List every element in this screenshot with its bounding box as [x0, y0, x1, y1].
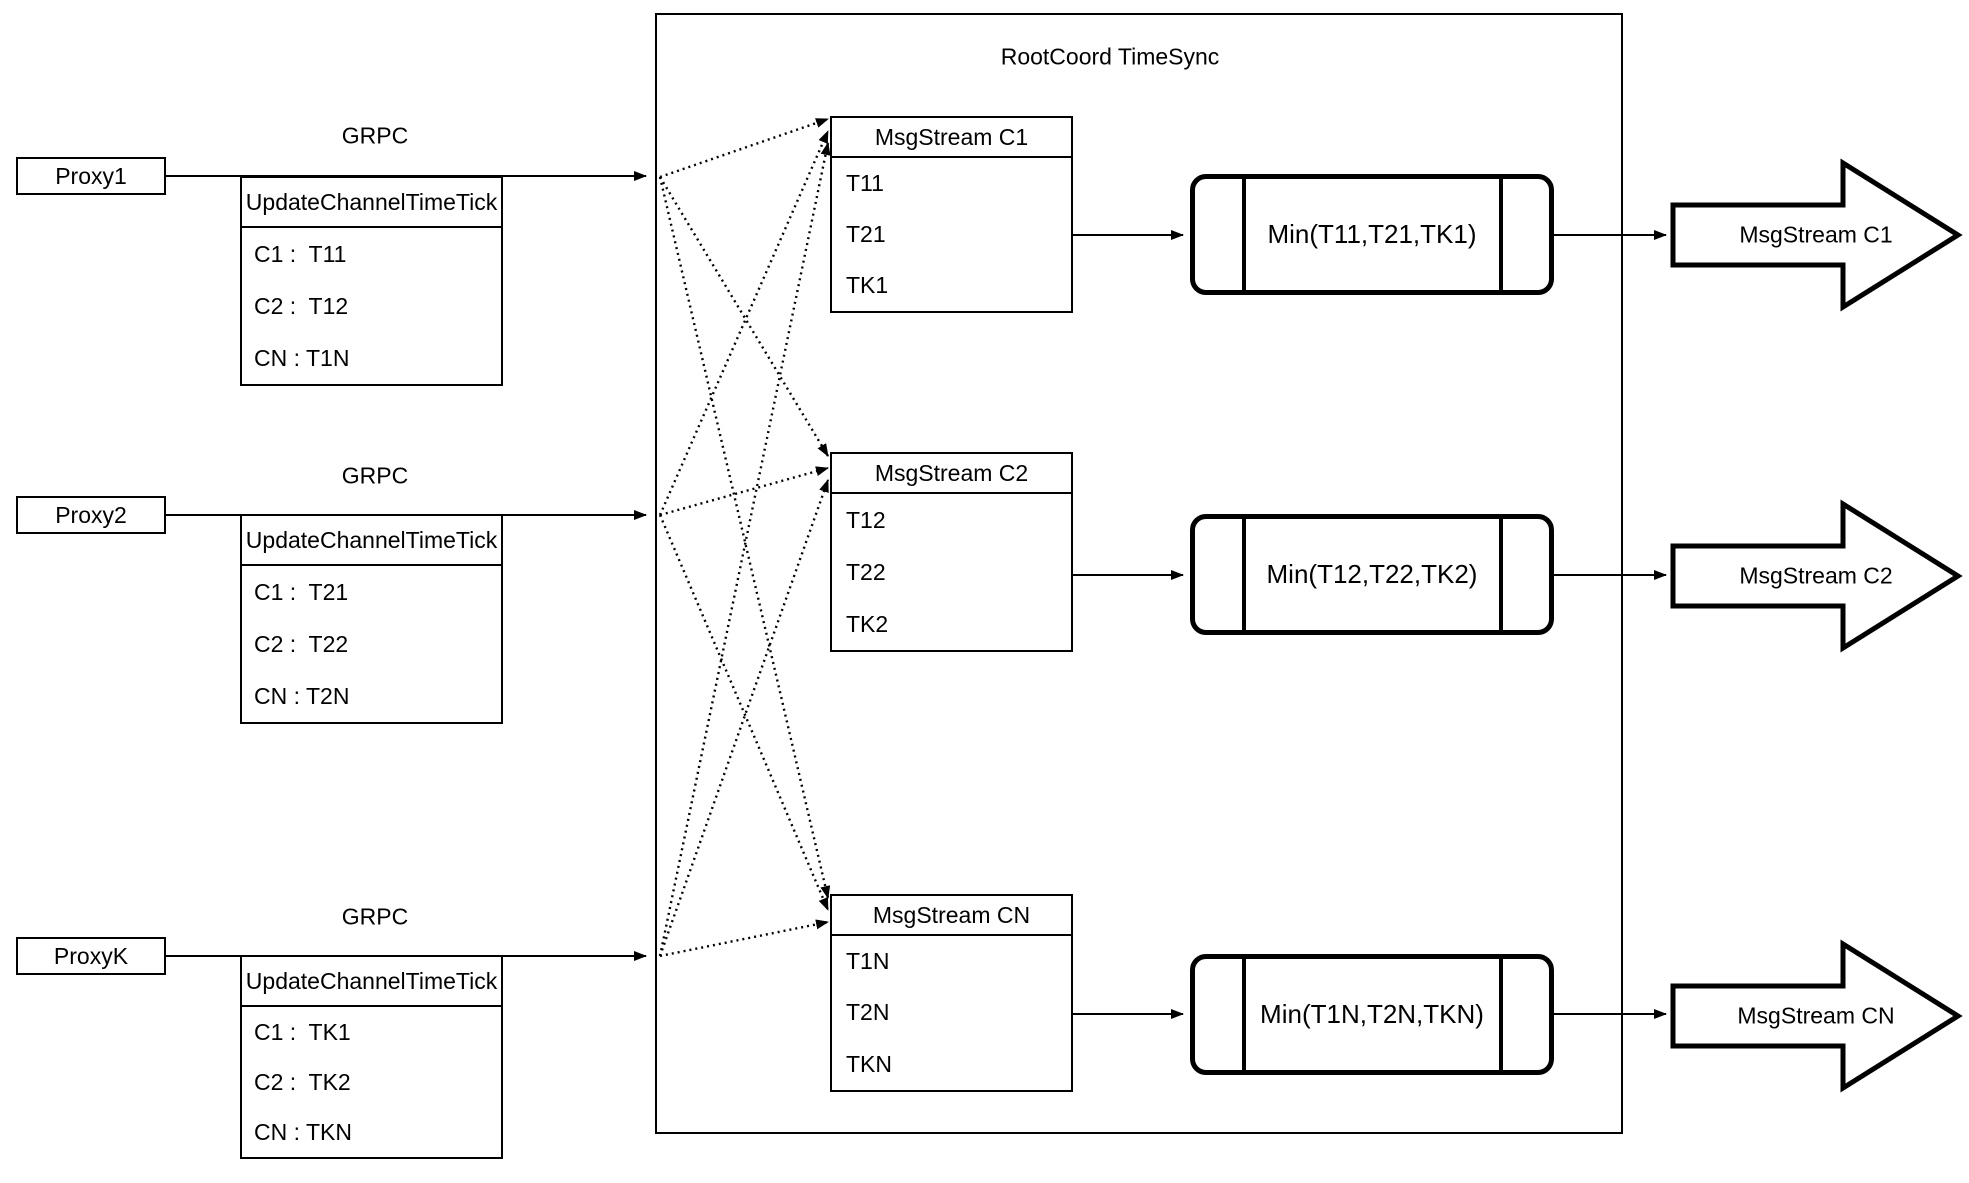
- process-divider-bar: [1242, 518, 1246, 631]
- output-arrow-label-cn: MsgStream CN: [1737, 1002, 1895, 1029]
- output-arrow-label-c1: MsgStream C1: [1739, 221, 1893, 248]
- update-timetick-table-proxy2: UpdateChannelTimeTick C1 : T21 C2 : T22 …: [240, 514, 503, 724]
- process-divider-bar: [1242, 958, 1246, 1071]
- output-arrow-label-c2: MsgStream C2: [1739, 562, 1893, 589]
- proxy1-label: Proxy1: [55, 162, 127, 189]
- msgstream-table-header: MsgStream C2: [832, 454, 1071, 494]
- output-block-arrow-c1: [1670, 158, 1963, 312]
- update-timetick-header: UpdateChannelTimeTick: [242, 957, 501, 1007]
- proxyk-box: ProxyK: [16, 937, 166, 975]
- proxy1-box: Proxy1: [16, 157, 166, 195]
- dotted-arrow-p1-c2: [658, 176, 830, 457]
- timetick-row: CN : T2N: [254, 682, 350, 709]
- min-process-box-c2: Min(T12,T22,TK2): [1190, 514, 1554, 635]
- min-process-box-cn: Min(T1N,T2N,TKN): [1190, 954, 1554, 1075]
- timestamp-row: TKN: [846, 1050, 892, 1077]
- timestamp-row: T11: [846, 170, 884, 196]
- timetick-row: CN : T1N: [254, 344, 350, 371]
- timestamp-row: T21: [846, 221, 886, 247]
- update-timetick-table-proxy1: UpdateChannelTimeTick C1 : T11 C2 : T12 …: [240, 176, 503, 386]
- timetick-row: C1 : TK1: [254, 1018, 351, 1045]
- timestamp-row: T12: [846, 506, 886, 533]
- timetick-row: C2 : T22: [254, 630, 349, 657]
- timetick-row: C2 : T12: [254, 292, 349, 319]
- timestamp-row: T2N: [846, 999, 890, 1026]
- process-divider-bar: [1499, 518, 1503, 631]
- update-timetick-header: UpdateChannelTimeTick: [242, 516, 501, 566]
- dotted-arrow-p2-c1: [658, 130, 830, 516]
- process-divider-bar: [1499, 178, 1503, 291]
- timestamp-row: T22: [846, 558, 886, 585]
- timestamp-row: T1N: [846, 948, 890, 975]
- min-formula-cn: Min(T1N,T2N,TKN): [1260, 999, 1484, 1029]
- update-timetick-header: UpdateChannelTimeTick: [242, 178, 501, 228]
- msgstream-table-header: MsgStream CN: [832, 896, 1071, 936]
- msgstream-table-c2: MsgStream C2 T12 T22 TK2: [830, 452, 1073, 652]
- timetick-row: CN : TKN: [254, 1118, 352, 1145]
- process-divider-bar: [1499, 958, 1503, 1071]
- proxyk-label: ProxyK: [53, 942, 129, 969]
- dotted-arrow-p2-c2: [659, 466, 829, 517]
- min-formula-c1: Min(T11,T21,TK1): [1267, 219, 1477, 249]
- dotted-arrow-pk-cn: [659, 919, 829, 958]
- msgstream-table-c1: MsgStream C1 T11 T21 TK1: [830, 116, 1073, 313]
- update-timetick-table-proxyk: UpdateChannelTimeTick C1 : TK1 C2 : TK2 …: [240, 955, 503, 1159]
- timetick-row: C2 : TK2: [254, 1068, 351, 1095]
- timetick-fanout-dotted-arrows: [658, 117, 831, 958]
- output-block-arrow-cn: [1670, 939, 1963, 1093]
- grpc-label-row2: GRPC: [341, 462, 409, 489]
- dotted-arrow-pk-c1: [658, 142, 831, 957]
- timetick-row: C1 : T11: [254, 240, 347, 267]
- min-formula-c2: Min(T12,T22,TK2): [1266, 559, 1478, 589]
- min-process-box-c1: Min(T11,T21,TK1): [1190, 174, 1554, 295]
- timetick-row: C1 : T21: [254, 578, 349, 605]
- grpc-label-row3: GRPC: [341, 903, 409, 930]
- grpc-label-row1: GRPC: [341, 122, 409, 149]
- msgstream-table-cn: MsgStream CN T1N T2N TKN: [830, 894, 1073, 1092]
- msgstream-table-header: MsgStream C1: [832, 118, 1071, 158]
- process-divider-bar: [1242, 178, 1246, 291]
- proxy2-box: Proxy2: [16, 496, 166, 534]
- rootcoord-timesync-title: RootCoord TimeSync: [1000, 43, 1220, 70]
- timestamp-row: TK1: [846, 272, 889, 298]
- dotted-arrow-pk-c2: [658, 479, 830, 957]
- output-block-arrow-c2: [1670, 499, 1963, 653]
- timestamp-row: TK2: [846, 610, 889, 637]
- proxy2-label: Proxy2: [55, 501, 127, 528]
